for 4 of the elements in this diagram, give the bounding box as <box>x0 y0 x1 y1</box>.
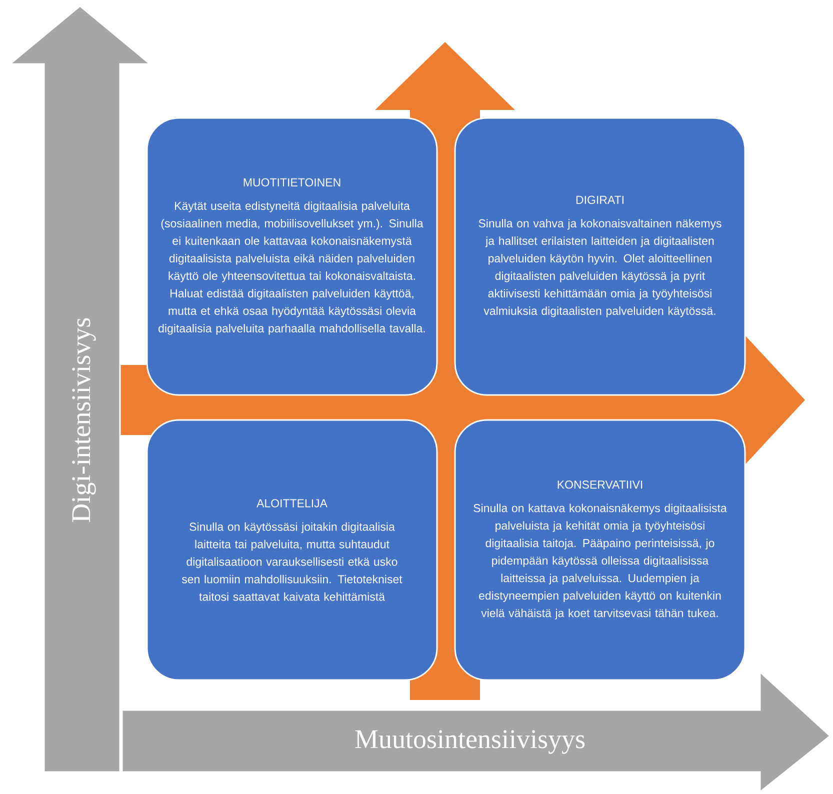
quadrant-box: DIGIRATI Sinulla on vahva ja kokonaisvaltainen näkemys ja hallitset erilaisten laitteiden ja digitaalisten palveluiden käytön hyvin. Olet aloitteellinen digitaalisten palveluiden käytössä ja pyrit aktiivisesti kehittämään omia ja työyhteisösi valmiuksia digitaalisten palveluiden käytössä. <box>454 117 746 396</box>
quadrant-box: MUOTITIETOINEN Käytät useita edistyneitä digitaalisia palveluita (sosiaalinen media, mobiilisovellukset ym.). Sinulla ei kuitenkaan ole kattavaa kokonaisnäkemystä digitaalisista palveluista eikä näiden palveluiden käyttö ole yhteensovitettua tai kokonaisvaltaista. Haluat edistää digitaalisten palveluiden käyttöä, mutta et ehkä osaa hyödyntää käytössäsi olevia digitaalisia palveluita parhaalla mahdollisella tavalla. <box>146 117 438 396</box>
quadrant-box: ALOITTELIJA Sinulla on käytössäsi joitakin digitaalisia laitteita tai palveluita, mutta suhtaudut digitalisaatioon varauksellisesti etkä usko sen luomiin mahdollisuuksiin. Tietotekniset taitosi saattavat kaivata kehittämistä <box>146 419 438 681</box>
quadrant-box: KONSERVATIIVI Sinulla on kattava kokonaisnäkemys digitaalisista palveluista ja kehität omia ja työyhteisösi digitaalisia taitoja. Pääpaino perinteisissä, jo pidempään käytössä olleissa digitaalisissa laitteissa ja palveluissa. Uudempien ja edistyneempien palveluiden käyttö on kuitenkin vielä vähäistä ja koet tarvitsevasi tähän tukea. <box>454 419 746 681</box>
